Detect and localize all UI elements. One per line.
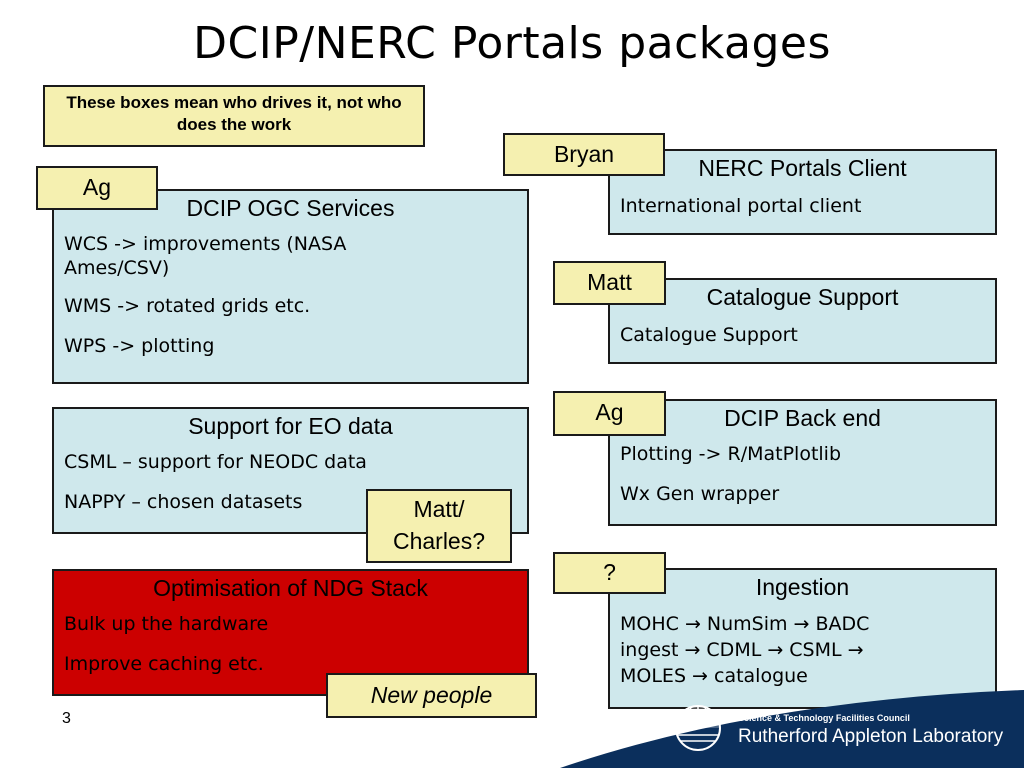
box-line: Bulk up the hardware — [64, 613, 269, 635]
owner-tag: Bryan — [503, 133, 665, 176]
owner-tag: New people — [326, 673, 537, 718]
owner-tag: Matt/ Charles? — [366, 489, 512, 563]
box-line: WMS -> rotated grids etc. — [64, 295, 311, 317]
footer-org-small: Science & Technology Facilities Council — [738, 713, 910, 723]
box-line: WPS -> plotting — [64, 335, 215, 357]
owner-tag: Ag — [36, 166, 158, 210]
support-eo-data-box: Support for EO data CSML – support for N… — [52, 407, 529, 534]
ingestion-box: Ingestion MOHC → NumSim → BADC ingest → … — [608, 568, 997, 709]
box-heading: Support for EO data — [188, 413, 393, 439]
box-line: Plotting -> R/MatPlotlib — [620, 443, 842, 465]
dcip-ogc-services-box: DCIP OGC Services WCS -> improvements (N… — [52, 189, 529, 384]
box-heading: DCIP OGC Services — [186, 195, 395, 221]
owner-tag: Matt — [553, 261, 666, 305]
box-line: NAPPY – chosen datasets — [64, 491, 303, 513]
box-line: Catalogue Support — [620, 324, 798, 346]
box-line: CSML – support for NEODC data — [64, 451, 367, 473]
box-line: Improve caching etc. — [64, 653, 264, 675]
stfc-logo-icon — [675, 705, 721, 751]
nerc-portals-client-box: NERC Portals Client International portal… — [608, 149, 997, 235]
box-line: MOHC → NumSim → BADC ingest → CDML → CSM… — [620, 613, 870, 687]
box-line: International portal client — [620, 195, 862, 217]
footer-org-large: Rutherford Appleton Laboratory — [738, 726, 1004, 747]
catalogue-support-box: Catalogue Support Catalogue Support — [608, 278, 997, 364]
box-heading: NERC Portals Client — [698, 155, 907, 181]
box-line: Wx Gen wrapper — [620, 483, 780, 505]
slide-title: DCIP/NERC Portals packages — [193, 18, 831, 69]
legend-note: These boxes mean who drives it, not who … — [43, 85, 425, 147]
box-heading: Optimisation of NDG Stack — [153, 575, 428, 601]
box-heading: Ingestion — [755, 574, 850, 600]
owner-tag: Ag — [553, 391, 666, 436]
dcip-back-end-box: DCIP Back end Plotting -> R/MatPlotlib W… — [608, 399, 997, 526]
box-heading: Catalogue Support — [706, 284, 899, 310]
box-heading: DCIP Back end — [724, 405, 881, 431]
page-number: 3 — [62, 710, 71, 727]
owner-tag: ? — [553, 552, 666, 594]
box-line: WCS -> improvements (NASA Ames/CSV) — [64, 233, 347, 279]
